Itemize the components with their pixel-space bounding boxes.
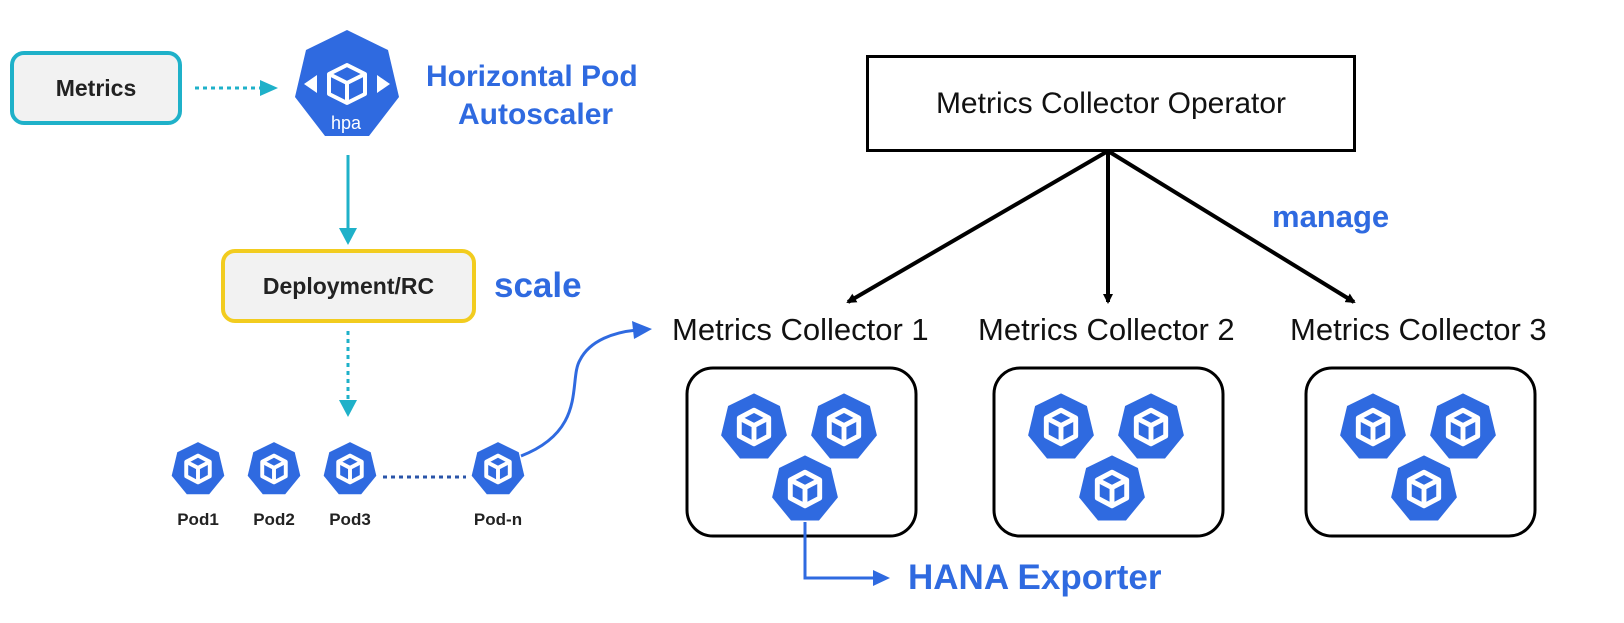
pod-to-collector-arrowhead xyxy=(632,321,652,339)
metrics-label: Metrics xyxy=(55,74,137,101)
pod2-icon xyxy=(246,441,302,497)
collector2-label: Metrics Collector 2 xyxy=(978,312,1235,347)
exporter-connector xyxy=(803,522,875,580)
deployment-box: Deployment/RC xyxy=(221,249,476,323)
exporter-arrowhead xyxy=(873,570,890,586)
pod1-icon xyxy=(170,441,226,497)
pod-n-label: Pod-n xyxy=(473,510,523,529)
collector1-label: Metrics Collector 1 xyxy=(672,312,929,347)
operator-to-collector1-arrow xyxy=(846,149,1110,304)
pod-n-icon xyxy=(470,441,526,497)
pod3-label: Pod3 xyxy=(329,510,371,529)
operator-title: Metrics Collector Operator xyxy=(935,86,1287,120)
operator-box: Metrics Collector Operator xyxy=(866,55,1356,152)
hana-exporter-label: HANA Exporter xyxy=(908,558,1162,597)
pod1-label: Pod1 xyxy=(177,510,219,529)
hpa-to-deployment-arrowhead xyxy=(339,228,357,245)
manage-label: manage xyxy=(1272,199,1390,234)
hpa-title-line1: Horizontal Pod xyxy=(426,60,638,93)
metrics-to-hpa-arrowhead xyxy=(260,80,278,96)
pod3-icon xyxy=(322,441,378,497)
metrics-box: Metrics xyxy=(10,51,182,125)
operator-to-collector3-arrow xyxy=(1106,149,1356,304)
hpa-title-line2: Autoscaler xyxy=(458,98,614,131)
collector3-label: Metrics Collector 3 xyxy=(1290,312,1547,347)
scale-label: scale xyxy=(494,266,582,305)
deployment-label: Deployment/RC xyxy=(262,272,435,299)
hpa-icon xyxy=(295,30,399,136)
deployment-to-pods-arrowhead xyxy=(339,400,357,417)
pod2-label: Pod2 xyxy=(253,510,295,529)
hpa-icon-text: hpa xyxy=(331,113,362,133)
pod-to-collector-curve xyxy=(520,328,638,458)
